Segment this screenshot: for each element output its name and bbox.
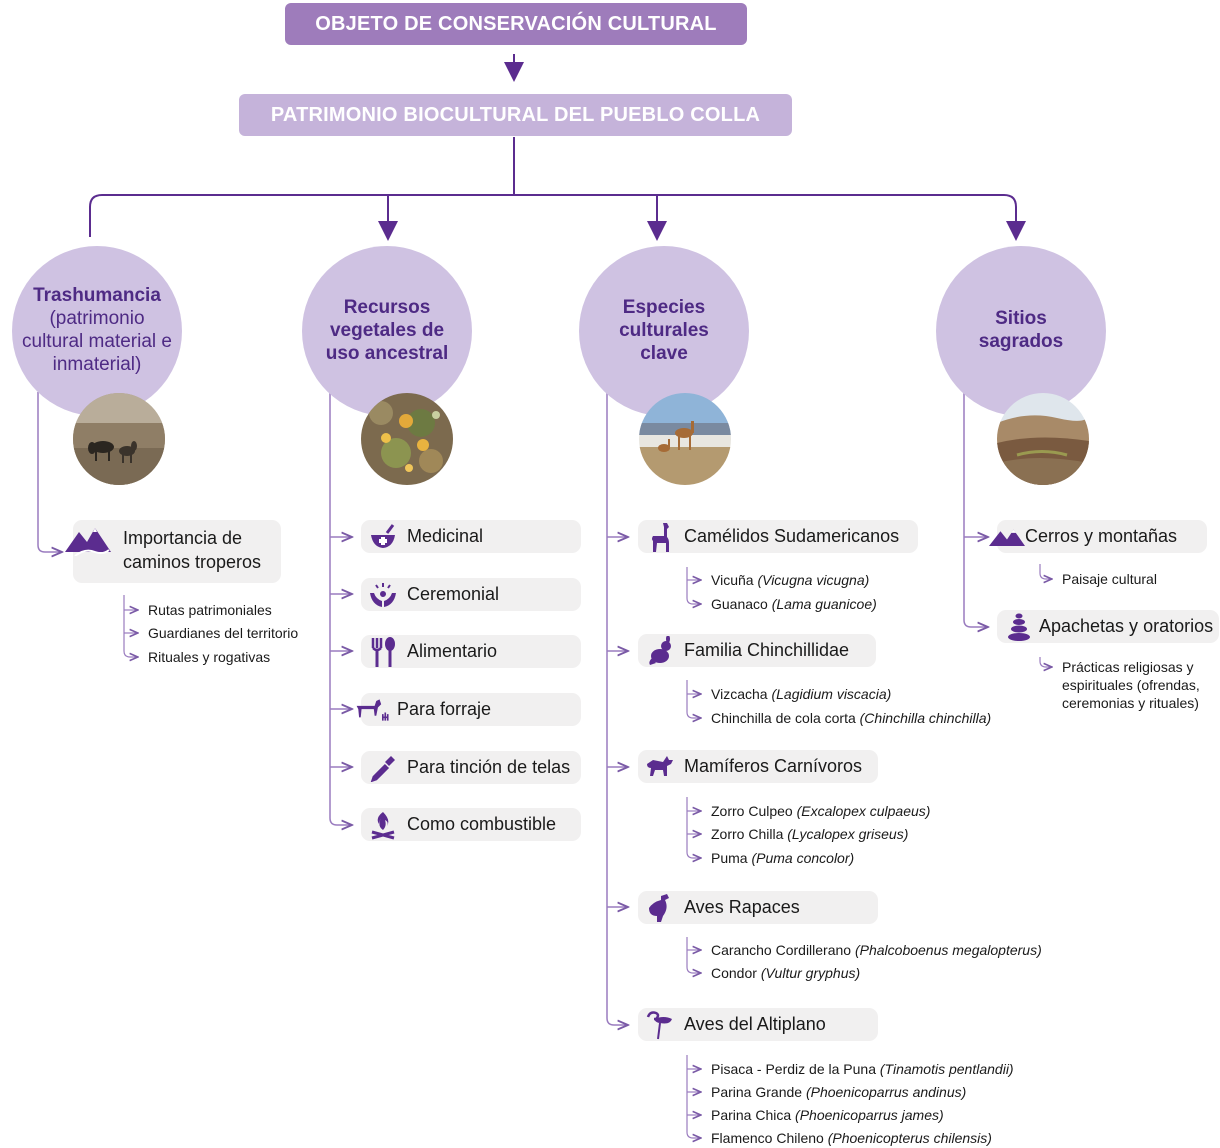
fork-spoon-icon [365,636,401,668]
category-title: Sitios sagrados [978,308,1064,352]
pill-label: Alimentario [407,641,498,661]
llama-icon [642,521,678,553]
pill-label: Cerros y montañas [1025,526,1178,546]
pill-label: Para tinción de telas [407,757,571,777]
pill-combustible: Como combustible [361,808,581,841]
flamingo-icon [642,1009,678,1041]
pill-label-line2: caminos troperos [123,552,262,572]
hands-offering-icon [365,579,401,611]
subitem-puma: Puma (Puma concolor) [711,850,855,866]
pill-chinchillidae: Familia Chinchillidae [638,634,876,667]
subitem-practicas-religiosas: Prácticas religiosas y espirituales (ofr… [1062,659,1200,711]
goat-grass-icon [355,694,391,726]
pill-tincion: Para tinción de telas [361,751,581,784]
biocultural-heritage-box: PATRIMONIO BIOCULTURAL DEL PUEBLO COLLA [239,94,792,136]
pill-label: Mamíferos Carnívoros [684,756,863,776]
category-title: Especies culturales clave [619,297,709,364]
pill-caminos-troperos: Importancia de caminos troperos [65,520,281,583]
subitem-paisaje-cultural: Paisaje cultural [1062,571,1157,587]
pill-rapaces: Aves Rapaces [638,891,878,924]
pill-camelidos: Camélidos Sudamericanos [638,520,918,553]
plants-photo [361,393,453,485]
pill-medicinal: Medicinal [361,520,581,553]
category-trashumancia: Trashumancia (patrimonio cultural materi… [12,246,182,416]
pill-label: Para forraje [397,699,492,719]
donkeys-photo [73,393,165,485]
conservation-object-box: OBJETO DE CONSERVACIÓN CULTURAL [285,3,747,45]
category-title: Recursos vegetales de uso ancestral [325,297,449,364]
category-recursos-vegetales: Recursos vegetales de uso ancestral [302,246,472,416]
sacred-landscape-photo [997,393,1089,485]
subitem-vicuna: Vicuña (Vicugna vicugna) [711,572,870,588]
fox-icon [642,751,678,783]
pill-carnivoros: Mamíferos Carnívoros [638,750,878,783]
pill-ceremonial: Ceremonial [361,578,581,611]
pill-label-line1: Importancia de [123,528,243,548]
subitem-parina-grande: Parina Grande (Phoenicoparrus andinus) [711,1084,967,1100]
category-especies-culturales: Especies culturales clave [579,246,749,416]
subitem-guardianes: Guardianes del territorio [148,625,299,641]
pill-label: Ceremonial [407,584,500,604]
subitem-chinchilla: Chinchilla de cola corta (Chinchilla chi… [711,710,992,726]
pill-label: Aves del Altiplano [684,1014,826,1034]
pill-forraje: Para forraje [356,693,581,726]
subitem-zorro-chilla: Zorro Chilla (Lycalopex griseus) [711,826,909,842]
subitem-rituales: Rituales y rogativas [148,649,271,665]
pill-altiplano: Aves del Altiplano [638,1008,878,1041]
pill-label: Apachetas y oratorios [1039,616,1214,636]
subitem-rutas: Rutas patrimoniales [148,602,272,618]
pill-label: Camélidos Sudamericanos [684,526,900,546]
subitem-flamenco: Flamenco Chileno (Phoenicopterus chilens… [711,1130,992,1146]
subitem-guanaco: Guanaco (Lama guanicoe) [711,596,877,612]
pill-cerros: Cerros y montañas [989,520,1207,553]
pill-label: Medicinal [407,526,484,546]
pill-alimentario: Alimentario [361,635,581,668]
pill-apachetas: Apachetas y oratorios [997,610,1219,643]
subitem-zorro-culpeo: Zorro Culpeo (Excalopex culpaeus) [711,803,931,819]
subitem-parina-chica: Parina Chica (Phoenicoparrus james) [711,1107,944,1123]
subitem-pisaca: Pisaca - Perdiz de la Puna (Tinamotis pe… [711,1061,1014,1077]
pill-label: Como combustible [407,814,557,834]
chinchilla-icon [642,635,678,667]
category-title: Trashumancia [33,285,161,306]
condor-icon [642,892,678,924]
vicunas-photo [639,393,731,485]
campfire-icon [365,809,401,841]
subitem-condor: Condor (Vultur gryphus) [711,965,861,981]
mountains-path-icon [65,522,111,561]
category-subtitle: (patrimonio cultural material e inmateri… [22,308,172,375]
mountains-icon [989,521,1025,553]
dropper-icon [365,752,401,784]
mortar-pestle-icon [365,521,401,553]
category-sitios-sagrados: Sitios sagrados [936,246,1106,416]
stone-stack-icon [1001,611,1037,643]
pill-label: Aves Rapaces [684,897,800,917]
subitem-vizcacha: Vizcacha (Lagidium viscacia) [711,686,892,702]
subitem-carancho: Carancho Cordillerano (Phalcoboenus mega… [711,942,1042,958]
pill-label: Familia Chinchillidae [684,640,850,660]
